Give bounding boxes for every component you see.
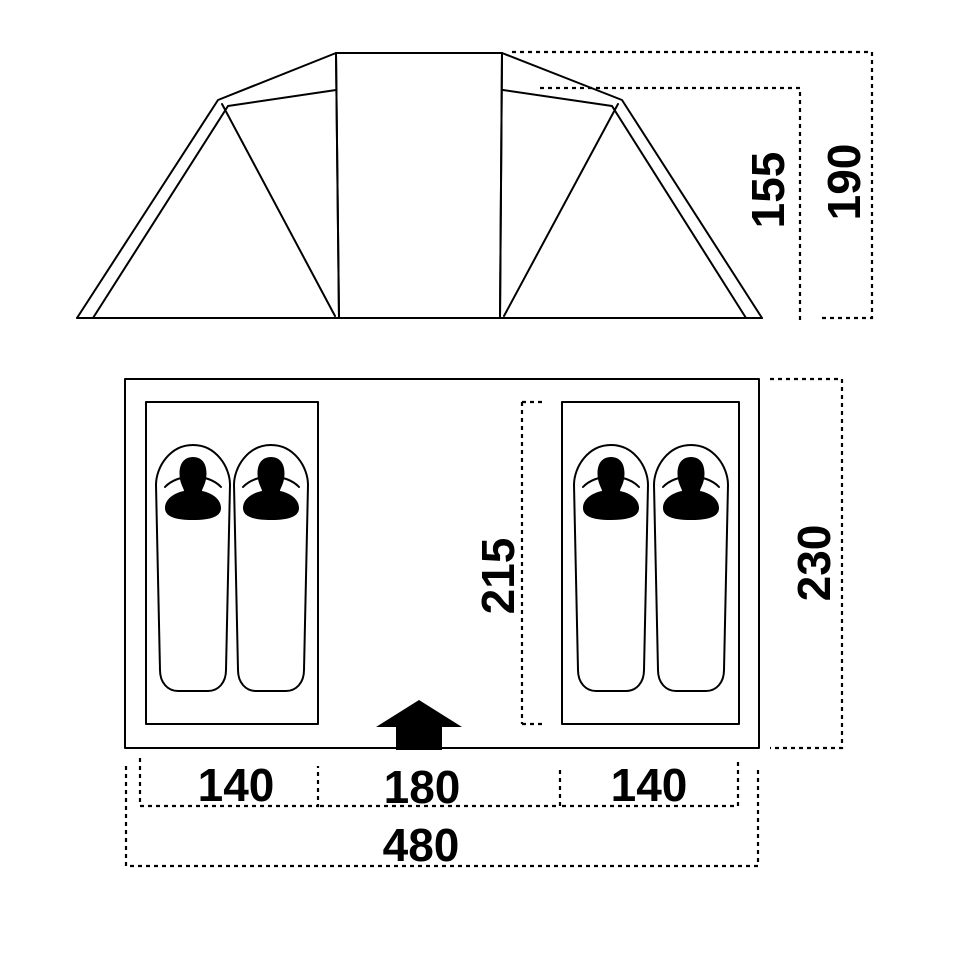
left-cabin-width-line [138, 758, 320, 808]
sleeping-bag-icon [573, 444, 649, 692]
total-length-line [124, 766, 760, 868]
outer-floor [124, 378, 760, 749]
left-cabin-outer [76, 52, 340, 319]
left-cabin-width-label: 140 [198, 759, 275, 811]
right-cabin-outer [499, 52, 763, 319]
sleeping-bag-icon [155, 444, 231, 692]
right-cabin-sleeping-bags [573, 444, 729, 692]
right-sleeping-cabin [561, 401, 740, 725]
height-inner-label: 155 [742, 152, 794, 229]
right-cabin-width-line [562, 758, 740, 808]
outer-depth-line [770, 377, 844, 750]
height-inner-dimension-line [540, 86, 802, 320]
living-area-width-line [320, 766, 562, 808]
left-cabin-pole [221, 103, 336, 317]
height-dimension-lines [512, 50, 874, 320]
right-cabin-width-label: 140 [611, 759, 688, 811]
tent-floor-plan [124, 378, 760, 749]
outer-depth-label: 230 [788, 525, 840, 602]
sleeping-bag-icon [653, 444, 729, 692]
center-tunnel-section [335, 52, 503, 319]
total-length-label: 480 [383, 819, 460, 871]
left-cabin-inner-edge [92, 89, 337, 319]
right-cabin-pole [503, 103, 619, 317]
left-cabin-sleeping-bags [155, 444, 309, 692]
left-sleeping-cabin [145, 401, 319, 725]
tent-side-view [76, 52, 763, 319]
entrance-arrow-icon [376, 700, 462, 750]
sleeping-bag-icon [233, 444, 309, 692]
inner-depth-label: 215 [472, 538, 524, 615]
right-cabin-inner-edge [502, 89, 747, 319]
height-outer-label: 190 [818, 144, 870, 221]
width-dimension-lines [124, 758, 760, 868]
living-area-width-label: 180 [384, 761, 461, 813]
height-outer-dimension-line [512, 50, 874, 320]
depth-dimension-lines [520, 377, 844, 750]
